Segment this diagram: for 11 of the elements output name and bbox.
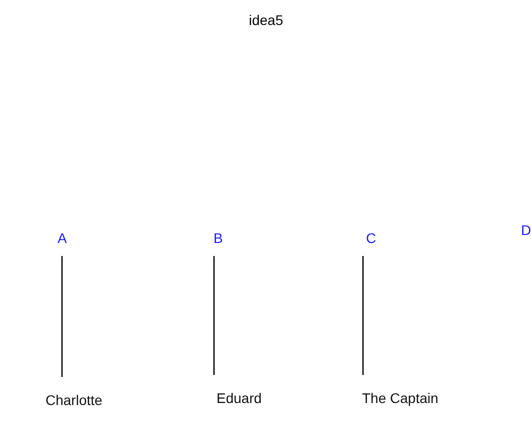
letter-label: C bbox=[366, 230, 376, 246]
letter-label: D bbox=[521, 222, 531, 238]
name-label: Charlotte bbox=[46, 392, 102, 408]
letter-label: B bbox=[214, 230, 223, 246]
name-label: Eduard bbox=[216, 390, 262, 406]
connector-line bbox=[213, 256, 215, 375]
connector-line bbox=[61, 256, 63, 377]
connector-line bbox=[362, 256, 364, 375]
diagram-title: idea5 bbox=[248, 12, 284, 28]
letter-label: A bbox=[58, 230, 67, 246]
name-label: The Captain bbox=[362, 390, 438, 406]
